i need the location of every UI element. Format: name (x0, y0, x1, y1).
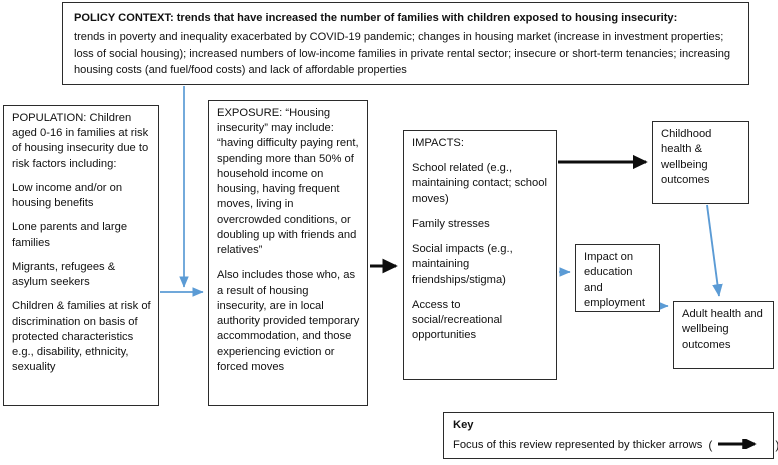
population-item: Lone parents and large families (12, 221, 128, 249)
population-box: POPULATION: Children aged 0-16 in famili… (3, 105, 159, 406)
impacts-item: School related (e.g., maintaining contac… (412, 162, 547, 205)
childhood-outcomes-label: Childhood health & wellbeing outcomes (661, 128, 712, 187)
education-employment-box: Impact on education and employment (575, 244, 660, 312)
policy-context-title: POLICY CONTEXT: trends that have increas… (74, 12, 678, 24)
key-arrow-sample: ( ) (708, 436, 778, 452)
childhood-outcomes-box: Childhood health & wellbeing outcomes (652, 121, 749, 204)
key-box: Key Focus of this review represented by … (443, 412, 778, 459)
adult-outcomes-box: Adult health and wellbeing outcomes (673, 301, 774, 369)
policy-context-box: POLICY CONTEXT: trends that have increas… (62, 2, 749, 85)
impacts-heading: IMPACTS: (412, 137, 465, 149)
impacts-item: Social impacts (e.g., maintaining friend… (412, 243, 513, 286)
policy-context-body: trends in poverty and inequality exacerb… (74, 31, 731, 77)
population-item: Children & families at risk of discrimin… (12, 300, 151, 374)
population-item: Low income and/or on housing benefits (12, 181, 123, 210)
key-paren-close: ) (775, 438, 778, 452)
arrow-childhood-to-adult-outcomes (706, 204, 723, 297)
education-employment-label: Impact on education and employment (584, 251, 645, 310)
key-legend-row: Focus of this review represented by thic… (453, 436, 778, 452)
impacts-item: Access to social/recreational opportunit… (412, 298, 503, 342)
impacts-box: IMPACTS: School related (e.g., maintaini… (403, 130, 557, 380)
population-item: Migrants, refugees & asylum seekers (12, 260, 116, 289)
exposure-heading: EXPOSURE: “Housing insecurity” may inclu… (217, 107, 359, 257)
key-description: Focus of this review represented by thic… (453, 439, 703, 451)
exposure-box: EXPOSURE: “Housing insecurity” may inclu… (208, 100, 368, 406)
adult-outcomes-label: Adult health and wellbeing outcomes (682, 308, 763, 351)
key-paren-open: ( (708, 438, 713, 452)
exposure-body: Also includes those who, as a result of … (217, 269, 360, 373)
impacts-item: Family stresses (412, 217, 490, 230)
thick-arrow-icon (717, 436, 765, 452)
key-title: Key (453, 419, 474, 431)
population-heading: POPULATION: Children aged 0-16 in famili… (12, 112, 149, 170)
